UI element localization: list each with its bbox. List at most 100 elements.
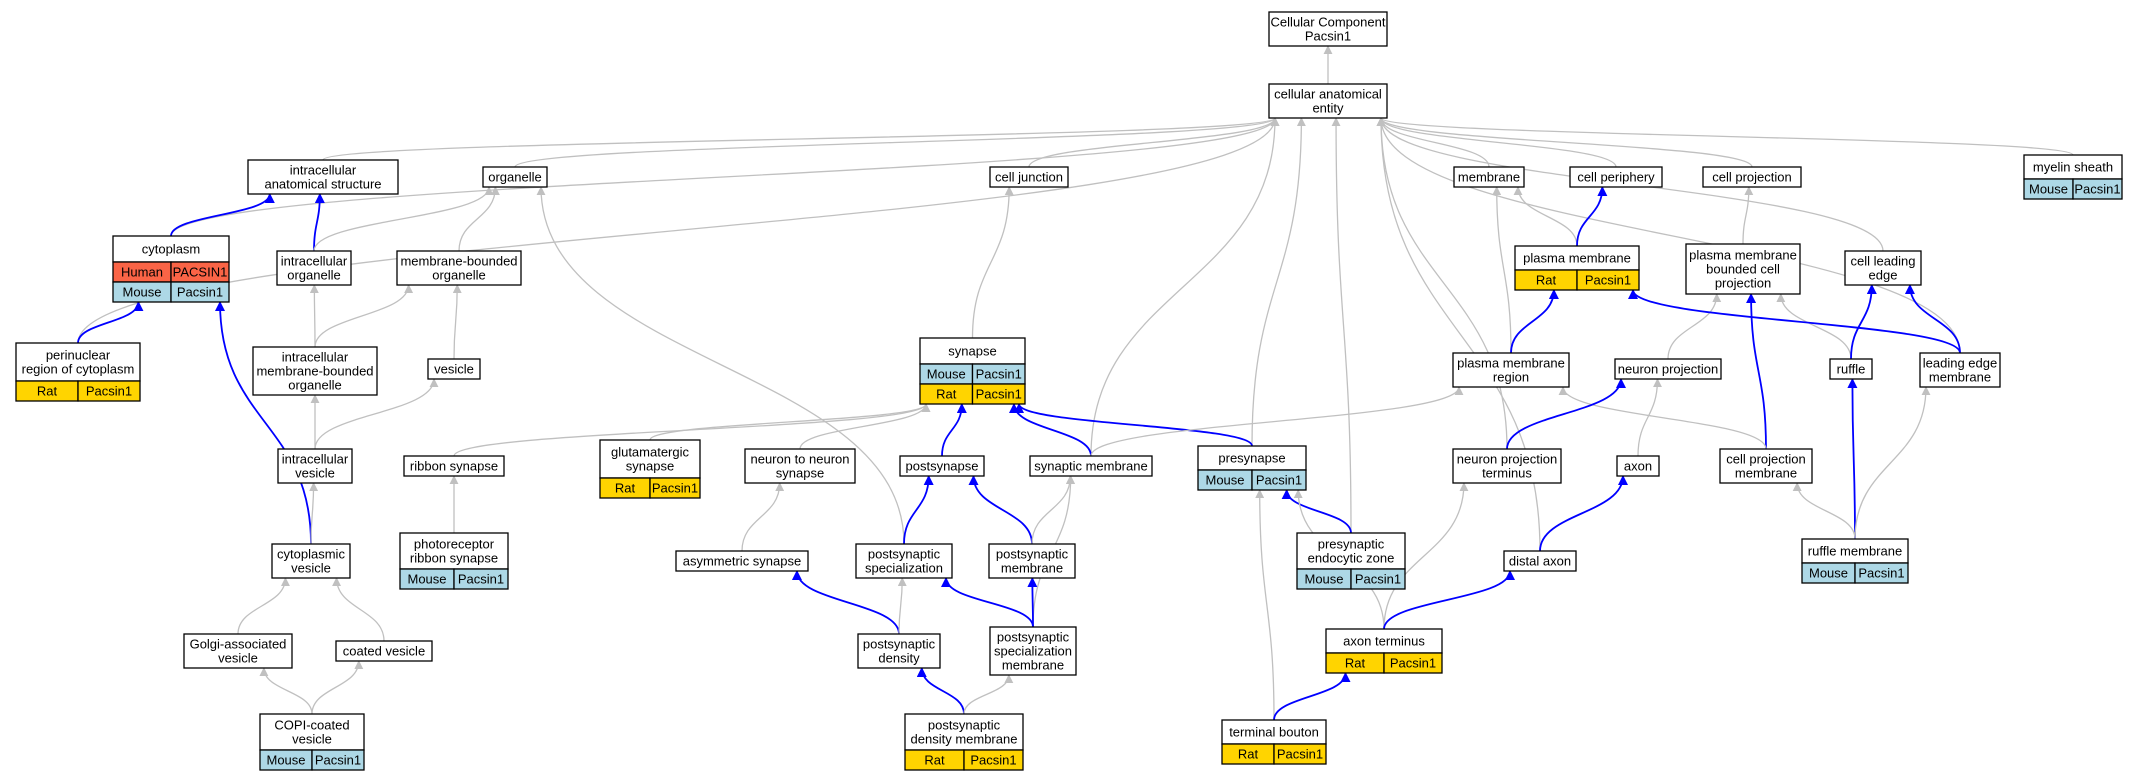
edge-cellperiphery-to-cae <box>1376 117 1617 168</box>
node-box <box>259 713 365 751</box>
edge-psm-to-postsynapse <box>968 475 1033 545</box>
edge-pss-to-organelle <box>536 186 905 545</box>
gene-cell <box>170 281 230 303</box>
node-vesicle[interactable]: vesicle <box>427 358 481 380</box>
node-box <box>1325 628 1443 654</box>
edge-rufflemembrane-to-cpm <box>1792 482 1856 540</box>
node-label: membrane-bounded <box>400 254 517 269</box>
node-label: myelin sheath <box>2033 160 2113 175</box>
species-label: Mouse <box>266 753 305 768</box>
node-membrane[interactable]: membrane <box>1453 166 1525 188</box>
node-label: asymmetric synapse <box>683 554 801 569</box>
node-label: neuron to neuron <box>750 452 849 467</box>
edge-npt-to-neuronproj <box>1506 378 1626 450</box>
gene-cell <box>1251 469 1307 491</box>
gene-label: Pacsin1 <box>976 387 1022 402</box>
node-organelle[interactable]: organelle <box>482 166 548 188</box>
edge-distalaxon-to-axon <box>1539 475 1628 552</box>
node-postsynapse[interactable]: postsynapse <box>899 455 985 477</box>
node-box <box>1719 448 1813 484</box>
edge-presynapse-to-cae <box>1251 117 1306 447</box>
species-label: Rat <box>924 753 945 768</box>
node-ruffle[interactable]: ruffle <box>1829 358 1873 380</box>
edge-mbo-to-organelle <box>458 186 500 252</box>
edge-pssm-to-psm <box>1027 577 1038 628</box>
node-box <box>252 346 378 396</box>
edge-ruffle-to-cellleading <box>1850 284 1877 360</box>
node-label: anatomical structure <box>264 177 381 192</box>
edge-imbo-to-mbo <box>314 284 414 348</box>
node-synmembrane[interactable]: synaptic membrane <box>1029 455 1153 477</box>
edge-perinuclear-to-cytoplasm <box>77 301 144 344</box>
node-box <box>335 640 433 662</box>
edge-cpm-to-pmregion <box>1558 386 1767 450</box>
node-label: membrane <box>1002 658 1064 673</box>
gene-label: Pacsin1 <box>1256 473 1302 488</box>
gene-label: Pacsin1 <box>1277 747 1323 762</box>
edge-organelle-to-cae <box>514 117 1280 168</box>
node-label: entity <box>1312 101 1344 116</box>
node-distalaxon[interactable]: distal axon <box>1503 550 1577 572</box>
node-celljunction[interactable]: cell junction <box>989 166 1069 188</box>
node-label: vesicle <box>292 732 332 747</box>
node-ribbon[interactable]: ribbon synapse <box>403 455 505 477</box>
node-neuronproj[interactable]: neuron projection <box>1614 358 1722 380</box>
edge-myelin-to-cae <box>1376 117 2074 156</box>
node-asymsyn[interactable]: asymmetric synapse <box>675 550 809 572</box>
gene-label: Pacsin1 <box>652 481 698 496</box>
node-axon[interactable]: axon <box>1616 455 1660 477</box>
node-label: ruffle <box>1837 362 1866 377</box>
node-coated[interactable]: coated vesicle <box>335 640 433 662</box>
node-label: Golgi-associated <box>190 637 287 652</box>
node-label: vesicle <box>295 466 335 481</box>
node-box <box>1919 352 2001 388</box>
node-label: ribbon synapse <box>410 551 498 566</box>
node-cellprojection[interactable]: cell projection <box>1702 166 1802 188</box>
node-label: vesicle <box>434 362 474 377</box>
gene-label: Pacsin1 <box>1390 656 1436 671</box>
node-cellperiphery[interactable]: cell periphery <box>1569 166 1663 188</box>
edge-axon-to-neuronproj <box>1637 378 1662 457</box>
node-box <box>857 633 941 669</box>
node-label: edge <box>1869 268 1898 283</box>
node-box <box>276 250 352 286</box>
gene-cell <box>971 383 1026 405</box>
node-label: postsynaptic <box>868 547 941 562</box>
